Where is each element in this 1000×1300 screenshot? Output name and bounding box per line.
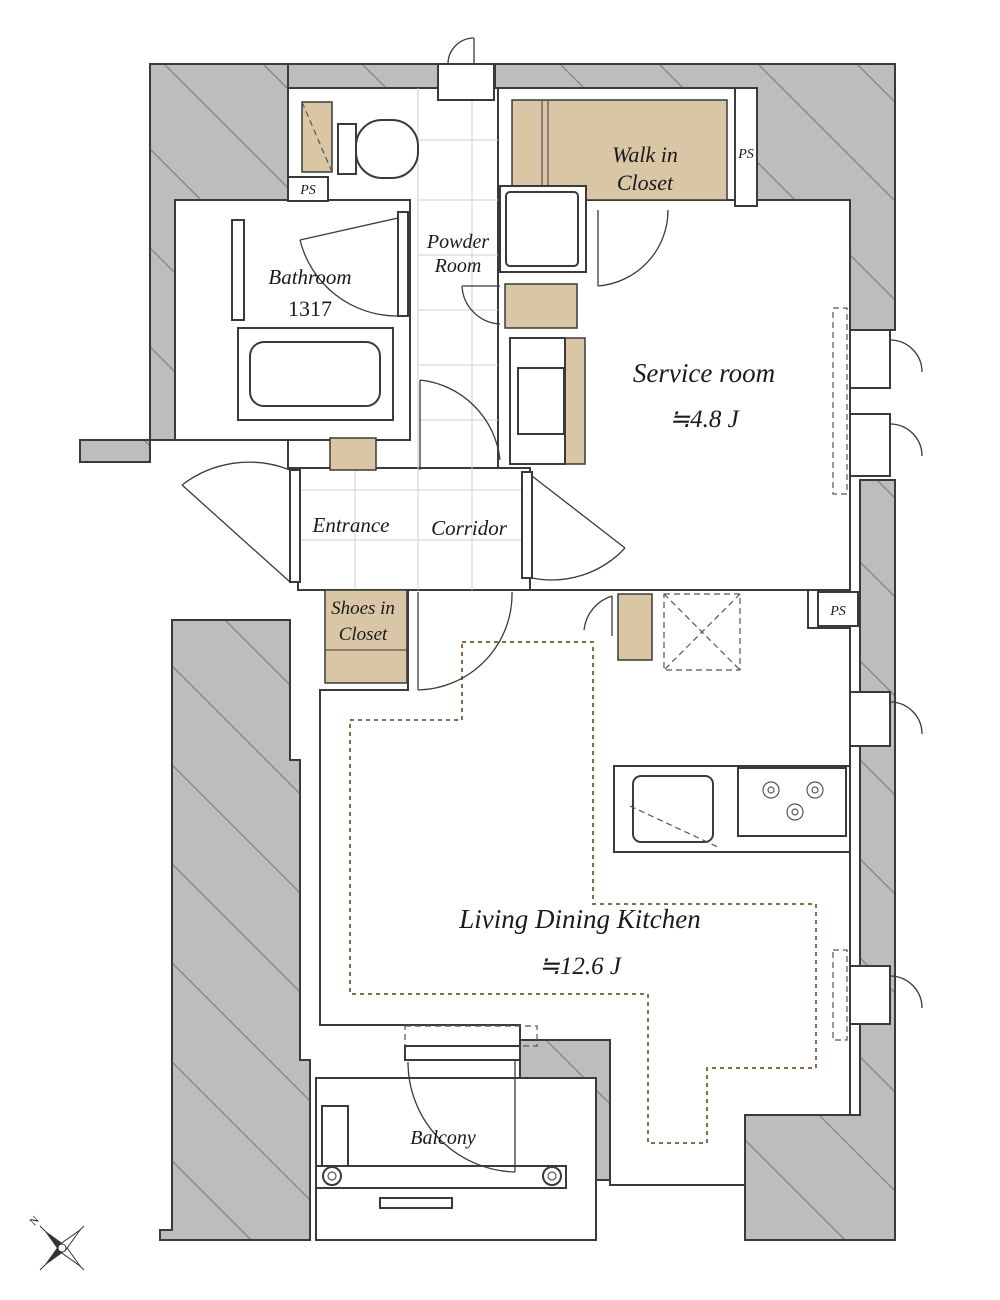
kitchen-cabinet-door (583, 595, 613, 636)
pipe-space-3 (817, 591, 859, 627)
compass-north-label: N (28, 1214, 42, 1228)
shoes-in-closet (324, 589, 408, 684)
service-room-label: Service room (633, 358, 775, 388)
shoes-closet-label: Shoes in (331, 598, 395, 619)
front-door (181, 461, 301, 583)
toilet-icon (337, 119, 419, 179)
east-windows (832, 307, 923, 1041)
wall-east (744, 479, 896, 1241)
wash-basin-icon (509, 337, 566, 465)
service-room-door (521, 471, 626, 581)
floor-tile-grid (298, 88, 530, 590)
ldk-label: Living Dining Kitchen (458, 904, 700, 934)
walk-in-closet-door (597, 209, 669, 287)
compass-rose-icon: N (28, 1214, 85, 1271)
wall-west-lower (159, 619, 311, 1241)
balcony-sash-outline (404, 1025, 538, 1047)
bathroom-label: Bathroom (268, 265, 351, 289)
service-room-area: ≒4.8 J (669, 406, 740, 433)
walk-in-closet-label: Walk in (612, 142, 678, 167)
balcony-label: Balcony (410, 1127, 476, 1149)
powder-room-door (419, 379, 501, 470)
ldk-area: ≒12.6 J (539, 953, 623, 980)
top-service-door (437, 37, 495, 101)
ldk-floor (319, 589, 851, 1186)
room-labels: Walk in Closet Bathroom 1317 Powder Room… (268, 142, 775, 1149)
ldk-area-outline (349, 641, 817, 1144)
corridor-storage (564, 337, 586, 465)
stove-burner-icon (762, 781, 824, 821)
vanity-shelf (504, 283, 578, 329)
balcony-door (404, 1045, 521, 1173)
powder-room-label: Room (434, 255, 482, 277)
entrance-storage (329, 437, 377, 471)
pipe-space-label: PS (737, 147, 754, 162)
walk-in-closet-label: Closet (617, 170, 674, 195)
bathtub-icon (231, 219, 394, 421)
washroom-door (461, 285, 501, 325)
shoes-closet-label: Closet (339, 624, 388, 645)
wall-top (287, 63, 446, 89)
balcony-floor (315, 1077, 597, 1241)
pipe-space-label: PS (829, 604, 846, 619)
fixtures (231, 119, 851, 1209)
kitchen-cabinet (617, 593, 653, 661)
pipe-space-label: PS (299, 183, 316, 198)
pipe-space-1 (287, 176, 329, 202)
pipe-space-2 (734, 87, 758, 207)
entrance-label: Entrance (312, 513, 390, 537)
refrigerator-space-icon (663, 593, 741, 671)
doors (181, 37, 669, 1173)
bathroom-door (299, 211, 409, 317)
bathroom-size-label: 1317 (288, 296, 332, 321)
entrance-inner-door (417, 591, 513, 691)
powder-room-label: Powder (426, 231, 489, 253)
kitchen-counter (613, 765, 851, 853)
corridor-label: Corridor (431, 516, 508, 540)
entrance-floor (297, 467, 531, 591)
washing-machine-icon (499, 185, 587, 273)
pipe-spaces: PS PS PS (287, 87, 859, 627)
